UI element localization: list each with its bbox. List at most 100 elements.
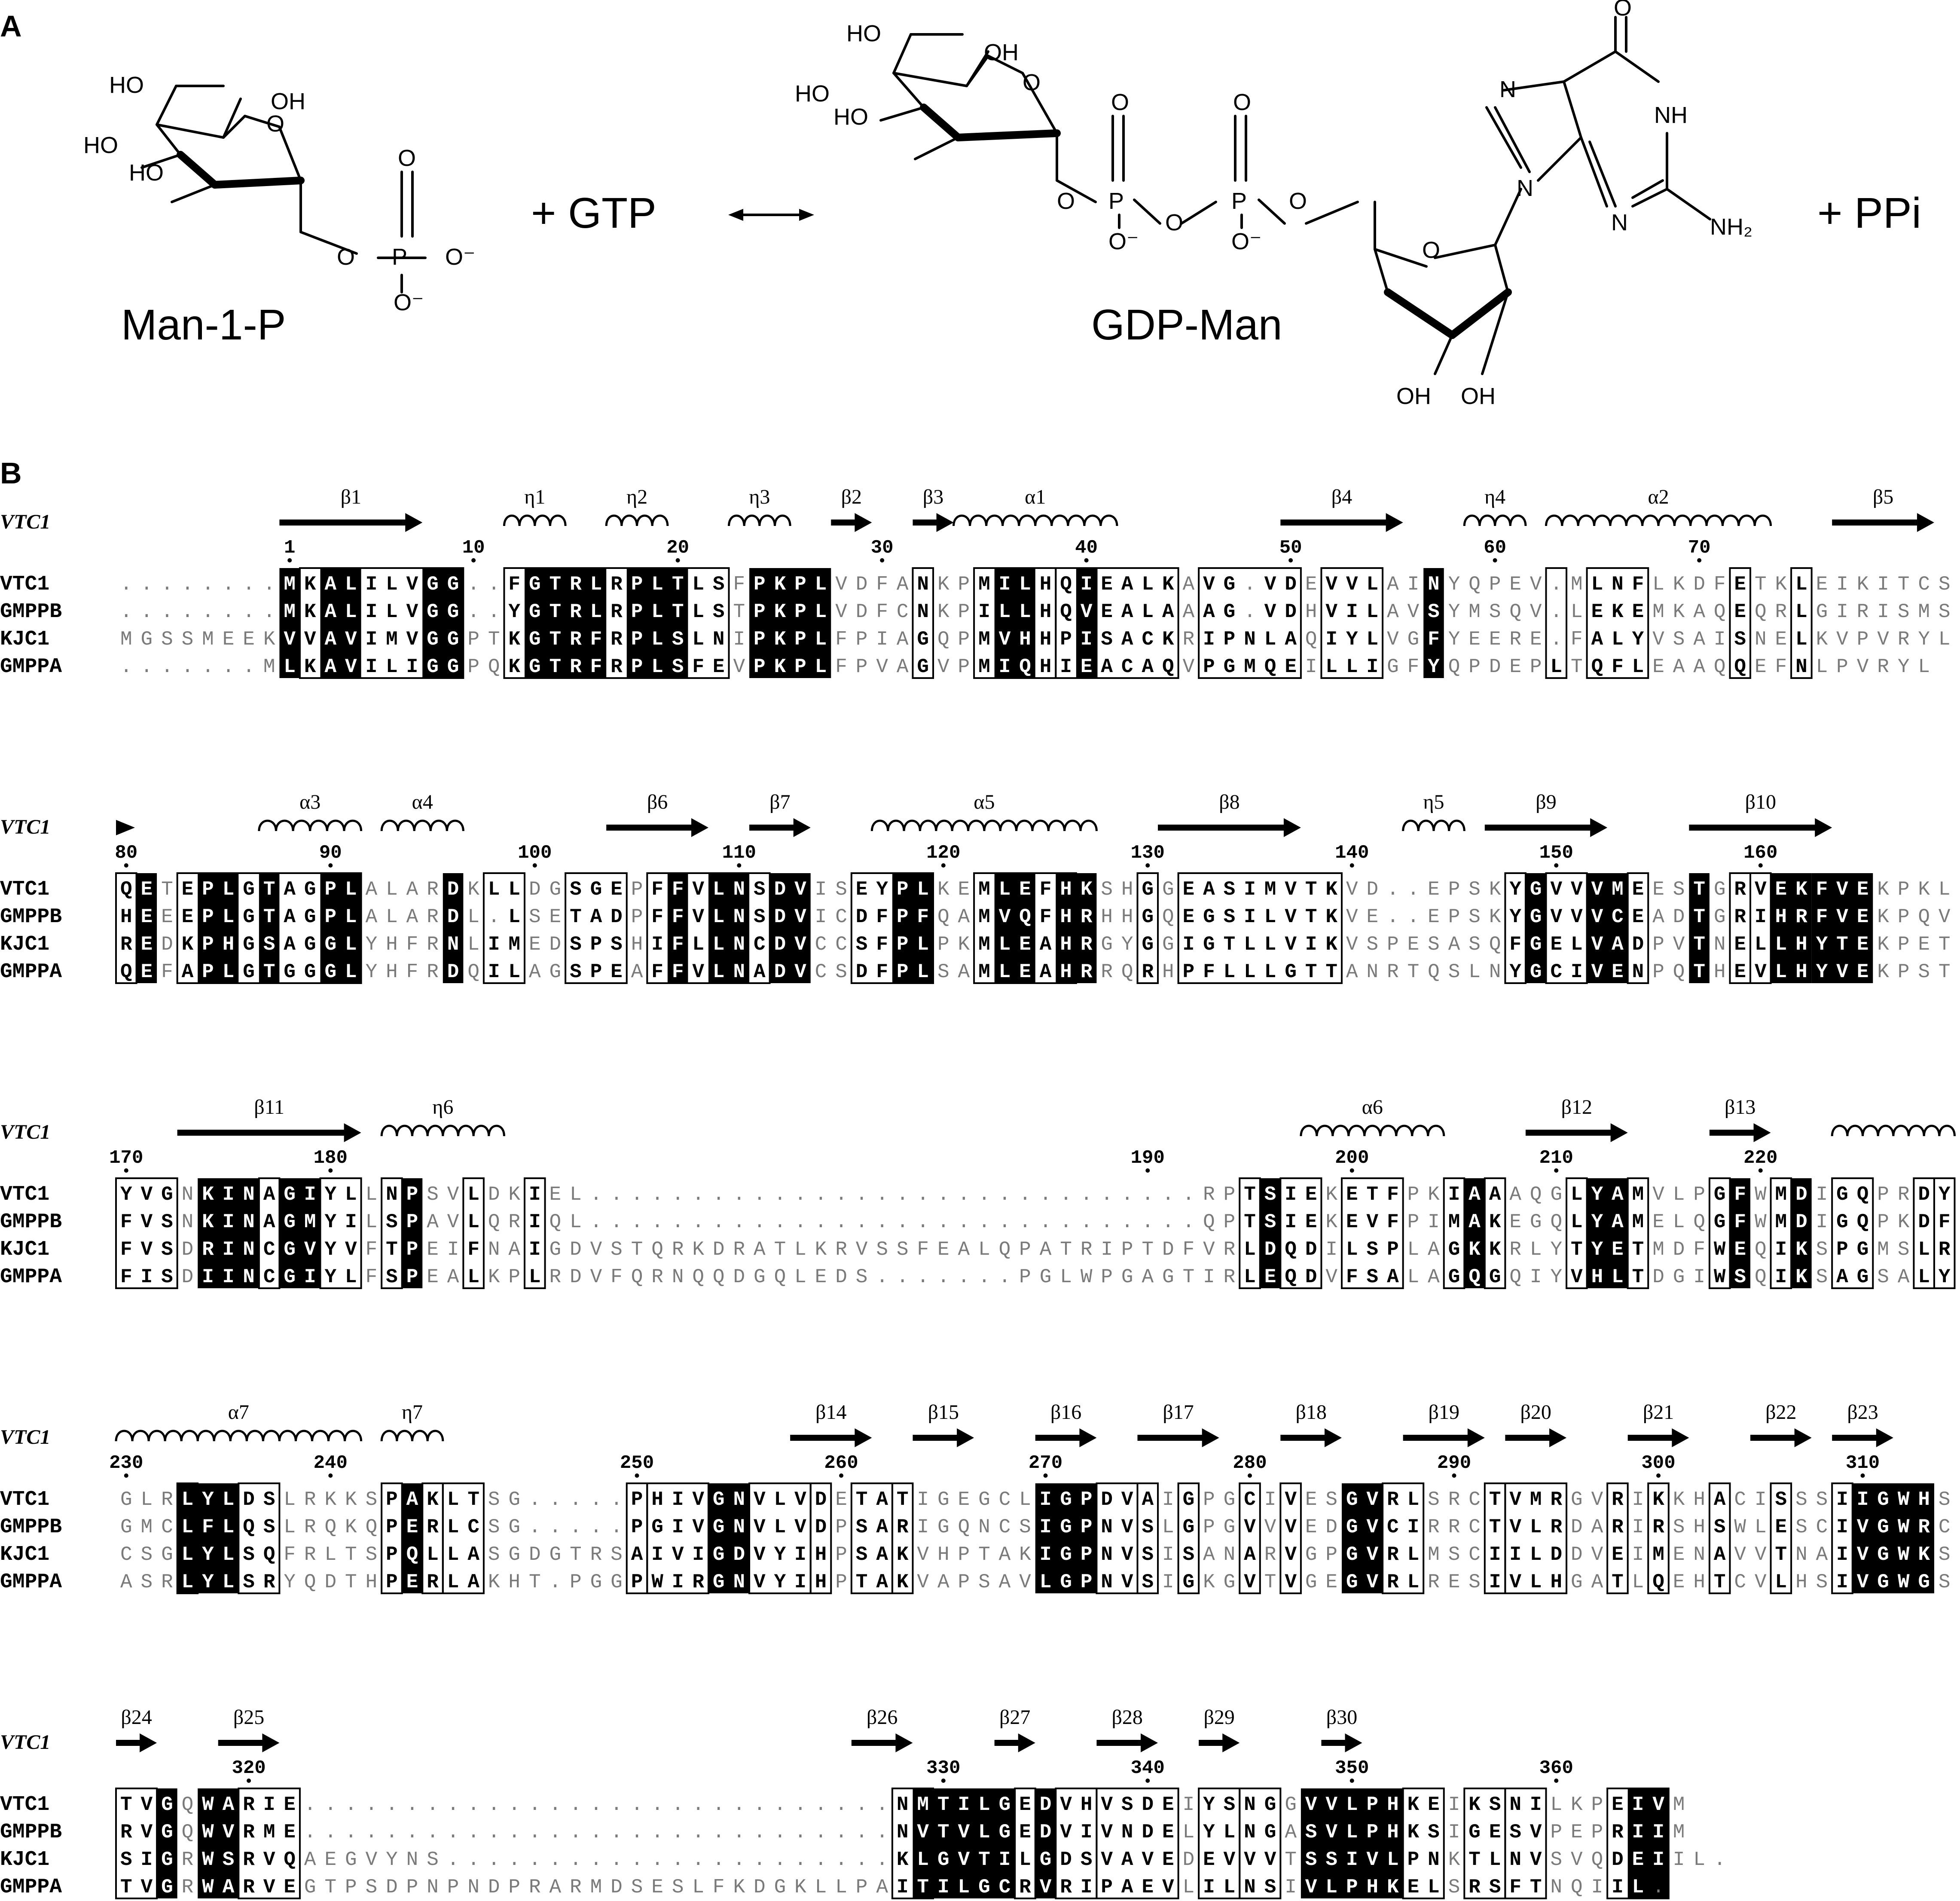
residue: . (202, 601, 214, 623)
residue: D (1612, 1849, 1624, 1871)
sequence-name: VTC1 (0, 1793, 49, 1816)
residue: V (1162, 1876, 1174, 1898)
residue: Y (1816, 961, 1828, 983)
residue: Q (1509, 601, 1521, 623)
residue: A (324, 573, 336, 596)
similar-column-box (442, 1482, 485, 1594)
residue: V (794, 878, 806, 901)
residue: C (1468, 1488, 1481, 1511)
residue: R (1612, 1516, 1624, 1538)
residue: . (570, 1794, 582, 1816)
residue: G (304, 961, 316, 983)
residue: S (713, 601, 725, 623)
residue: L (1367, 573, 1379, 596)
residue: R (1387, 1488, 1399, 1511)
residue: R (304, 1516, 316, 1538)
residue: C (1939, 1516, 1951, 1538)
residue: R (611, 573, 623, 596)
residue: A (1489, 1183, 1501, 1206)
residue: Q (937, 906, 949, 928)
residue: P (386, 1488, 398, 1511)
residue: T (1693, 878, 1705, 901)
residue: Y (386, 1849, 398, 1871)
sequence-name: GMPPA (0, 960, 62, 984)
residue: H (1550, 1571, 1562, 1593)
residue: I (1530, 1266, 1542, 1288)
residue-number: 20 (666, 537, 689, 559)
residue: N (1550, 1876, 1562, 1898)
residue: G (161, 1794, 173, 1816)
residue: L (141, 1488, 153, 1511)
residue: A (1040, 933, 1052, 956)
residue: . (631, 1821, 643, 1843)
residue: Y (120, 1183, 132, 1206)
residue: . (447, 1794, 459, 1816)
residue: Q (1285, 1238, 1297, 1261)
residue: K (1448, 1849, 1460, 1871)
residue: A (1714, 1488, 1726, 1511)
residue: K (488, 1571, 500, 1593)
residue-number: 310 (1846, 1452, 1880, 1474)
residue: P (1346, 1876, 1358, 1898)
identical-column (320, 873, 361, 983)
residue: . (611, 1821, 623, 1843)
residue: S (120, 1849, 132, 1871)
residue: L (1959, 1211, 1960, 1233)
residue: N (1244, 1794, 1256, 1816)
residue-number-dot (737, 863, 742, 868)
residue: Y (202, 1488, 214, 1511)
residue: E (1305, 1516, 1317, 1538)
identical-column (525, 568, 607, 678)
residue: A (876, 1516, 888, 1538)
residue: . (141, 573, 153, 596)
residue: E (1857, 933, 1869, 956)
residue-number: 340 (1131, 1757, 1165, 1779)
man1p-p-o: O (398, 145, 416, 171)
residue: P (958, 1571, 970, 1593)
residue: . (1407, 906, 1420, 928)
residue: K (1795, 1238, 1807, 1261)
residue: . (631, 1183, 643, 1206)
residue: R (1060, 1876, 1072, 1898)
residue: H (1019, 628, 1031, 651)
residue: Q (1060, 601, 1072, 623)
residue: P (958, 628, 970, 651)
residue: D (774, 961, 786, 983)
residue: F (1714, 573, 1726, 596)
residue: H (1081, 1794, 1093, 1816)
residue: . (590, 1821, 602, 1843)
residue: H (508, 1571, 520, 1593)
residue: G (1224, 1571, 1236, 1593)
residue: I (1101, 1238, 1113, 1261)
residue: V (1285, 1571, 1297, 1593)
residue: G (1040, 1266, 1052, 1288)
residue: L (223, 1543, 235, 1566)
residue: K (1081, 878, 1093, 901)
identical-column (1035, 1483, 1097, 1593)
residue: . (794, 1849, 806, 1871)
identical-column (1791, 1178, 1812, 1288)
residue: L (182, 1571, 194, 1593)
residue: K (1407, 1794, 1420, 1816)
beta-strand-arrowhead (1325, 1428, 1342, 1447)
residue: V (223, 1821, 235, 1843)
residue: L (1816, 656, 1828, 678)
residue: . (550, 1849, 562, 1871)
residue: R (1795, 906, 1807, 928)
residue: V (917, 1571, 929, 1593)
residue: V (1836, 628, 1848, 651)
residue: S (161, 1211, 173, 1233)
residue: L (1264, 933, 1276, 956)
residue: P (1489, 573, 1501, 596)
residue: . (1550, 573, 1562, 596)
residue: F (1509, 1876, 1521, 1898)
residue: E (1632, 601, 1644, 623)
residue: T (550, 656, 562, 678)
ss-element-label: η7 (402, 1401, 423, 1424)
residue: L (284, 656, 296, 678)
residue: S (488, 1516, 500, 1538)
residue: R (570, 573, 582, 596)
residue: E (182, 878, 194, 901)
residue: R (427, 878, 439, 901)
residue: L (1632, 1571, 1644, 1593)
